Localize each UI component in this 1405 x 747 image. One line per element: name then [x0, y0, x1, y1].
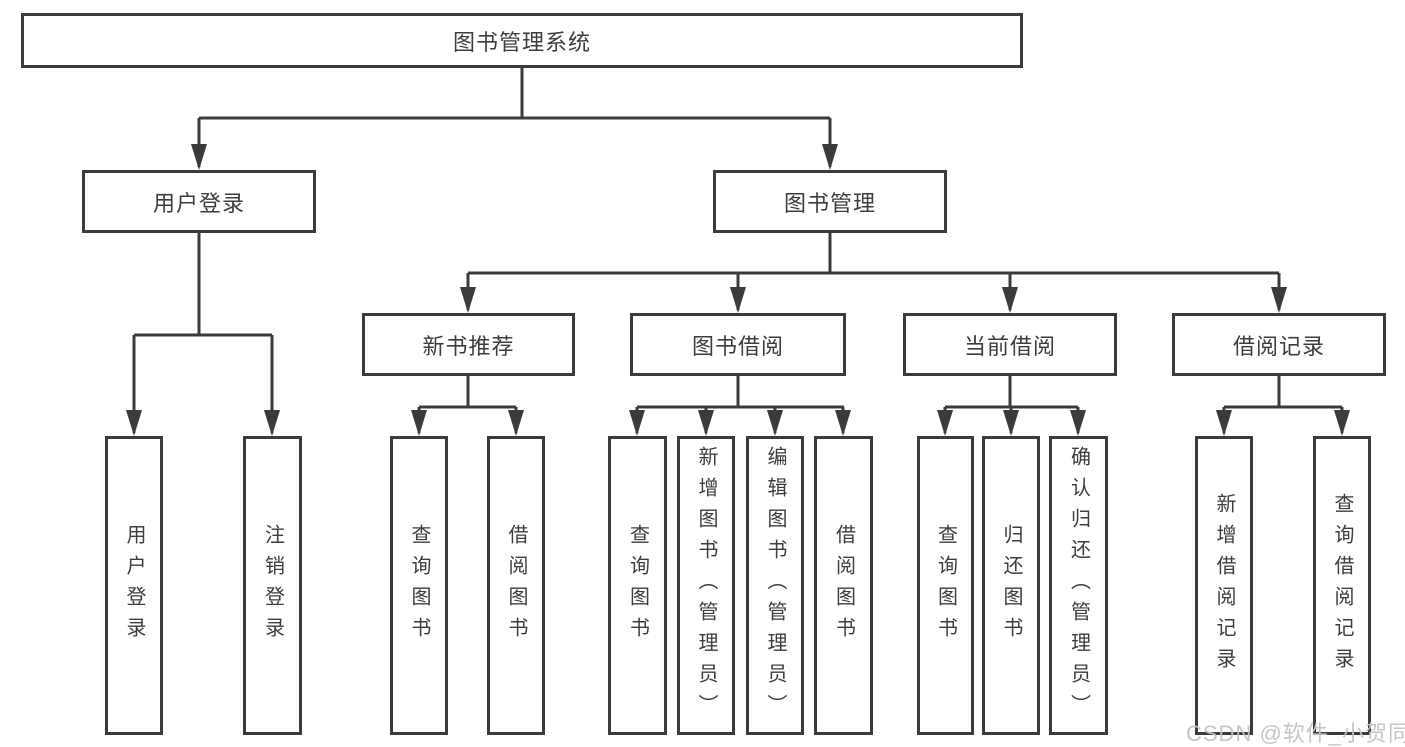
leaf-logout: 注销登录: [243, 436, 302, 735]
node-borrow-records-label: 借阅记录: [1232, 333, 1325, 359]
leaf-borrow-books-2: 借阅图书: [814, 436, 873, 735]
leaf-confirm-return-admin: 确认归还（管理员）: [1049, 436, 1108, 735]
leaf-query-books-1: 查询图书: [390, 436, 448, 735]
node-book-borrow: 图书借阅: [630, 313, 846, 376]
connector-records-stem: [1224, 376, 1342, 409]
node-book-management-label: 图书管理: [783, 190, 876, 216]
node-current-borrow-label: 当前借阅: [963, 333, 1056, 359]
node-borrow-records: 借阅记录: [1172, 313, 1386, 376]
leaf-label: 注销登录: [261, 523, 284, 648]
leaf-label: 新增图书（管理员）: [695, 446, 717, 725]
leaf-return-books: 归还图书: [982, 436, 1040, 735]
connector-new-book-stem: [419, 376, 516, 409]
leaf-query-books-2: 查询图书: [608, 436, 667, 735]
leaf-label: 借阅图书: [505, 523, 527, 648]
leaf-label: 用户登录: [123, 523, 145, 648]
leaf-add-borrow-record: 新增借阅记录: [1195, 436, 1253, 735]
node-current-borrow: 当前借阅: [903, 313, 1117, 376]
connector-borrow-stem: [637, 376, 844, 409]
leaf-add-book-admin: 新增图书（管理员）: [677, 436, 735, 735]
leaf-label: 新增借阅记录: [1213, 492, 1235, 679]
node-book-borrow-label: 图书借阅: [691, 333, 784, 359]
connector-book-mgmt-stem: [468, 233, 1279, 275]
leaf-user-login: 用户登录: [105, 436, 163, 735]
leaf-borrow-books-1: 借阅图书: [487, 436, 545, 735]
connector-current-stem: [945, 376, 1078, 409]
node-root-label: 图书管理系统: [452, 29, 591, 55]
node-book-management: 图书管理: [713, 170, 947, 233]
node-user-login-label: 用户登录: [152, 190, 245, 216]
csdn-watermark: CSDN @软件_小贺同学: [1186, 721, 1405, 746]
connector-root-stem: [199, 68, 830, 120]
node-new-book-recommend-label: 新书推荐: [422, 333, 515, 359]
leaf-label: 借阅图书: [832, 523, 855, 648]
leaf-label: 编辑图书（管理员）: [764, 446, 786, 725]
node-new-book-recommend: 新书推荐: [362, 313, 575, 376]
leaf-label: 查询图书: [934, 523, 957, 648]
node-user-login: 用户登录: [82, 170, 316, 233]
leaf-label: 确认归还（管理员）: [1067, 446, 1090, 725]
leaf-label: 归还图书: [1000, 523, 1022, 648]
node-root: 图书管理系统: [21, 13, 1023, 68]
leaf-label: 查询图书: [626, 523, 649, 648]
leaf-query-books-3: 查询图书: [917, 436, 974, 735]
leaf-query-borrow-record: 查询借阅记录: [1313, 436, 1371, 735]
leaf-label: 查询图书: [408, 523, 430, 648]
leaf-label: 查询借阅记录: [1331, 492, 1353, 679]
leaf-edit-book-admin: 编辑图书（管理员）: [746, 436, 804, 735]
connector-user-login-stem: [134, 233, 272, 337]
